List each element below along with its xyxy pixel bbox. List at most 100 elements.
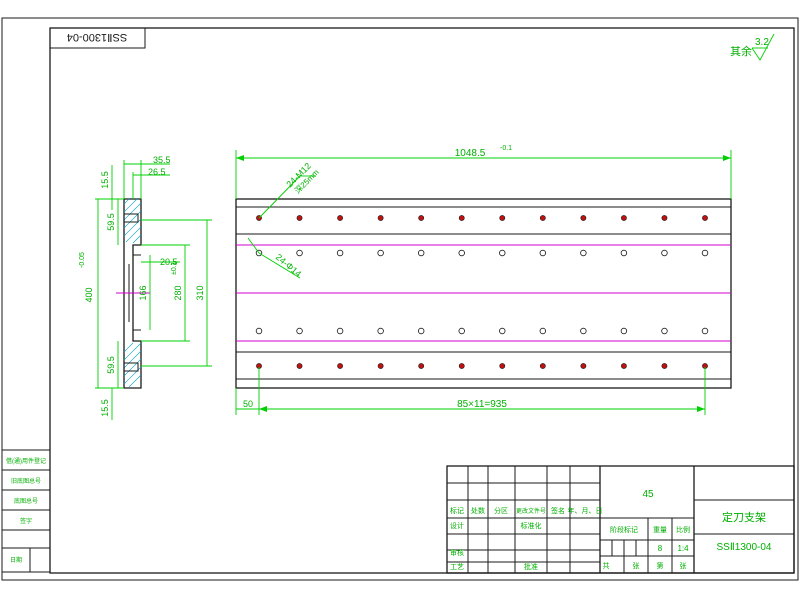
tb-process: 工艺 — [450, 563, 464, 571]
threaded-hole — [580, 363, 587, 369]
through-hole — [539, 327, 547, 335]
dim-35-5: 35.5 — [153, 155, 171, 165]
threaded-hole — [458, 215, 465, 221]
threaded-hole — [377, 215, 384, 221]
dim-400-tol: -0.05 — [79, 252, 86, 268]
threaded-hole — [418, 215, 425, 221]
threaded-hole — [499, 363, 506, 369]
through-hole — [499, 249, 506, 257]
overall-length-dimension: 1048.5 -0.1 — [235, 145, 732, 199]
through-hole — [701, 327, 709, 335]
pitch-dimension: 50 85×11=935 — [235, 367, 706, 415]
through-hole — [255, 327, 263, 335]
threaded-hole — [621, 215, 627, 221]
tb-mark: 标记 — [450, 506, 464, 515]
threaded-hole — [377, 363, 384, 369]
surface-finish-prefix: 其余 — [730, 44, 752, 58]
through-hole — [661, 249, 668, 257]
tb-sign: 签名 — [551, 506, 565, 515]
tb-design: 设计 — [450, 521, 464, 530]
through-hole — [661, 327, 668, 335]
through-hole — [580, 249, 587, 257]
margin-label-4: 日期 — [10, 556, 22, 564]
left-margin-table: 借(通)用件登记 旧底图总号 底图总号 签字 日期 — [1, 449, 51, 573]
tb-change: 更改文件号 — [516, 507, 546, 515]
dim-310: 310 — [195, 285, 205, 300]
tb-review: 审核 — [450, 548, 464, 557]
margin-label-0: 借(通)用件登记 — [6, 457, 46, 465]
through-hole — [701, 249, 709, 257]
tb-date: 年、月、日 — [568, 506, 603, 515]
through-hole — [539, 249, 547, 257]
through-hole — [620, 249, 628, 257]
through-hole — [580, 327, 587, 335]
threaded-hole — [418, 363, 425, 369]
title-block: 标记 处数 分区 更改文件号 签名 年、月、日 设计 标准化 审核 工艺 批准 … — [446, 465, 795, 574]
tb-no: 第 — [657, 561, 664, 570]
surface-finish-symbol: 其余 3.2 — [730, 33, 775, 61]
threaded-hole — [702, 215, 708, 221]
length-value: 1048.5 — [455, 148, 486, 159]
dim-15-5-top: 15.5 — [100, 171, 110, 189]
dim-280: 280 — [173, 285, 183, 300]
tb-weight-label: 重量 — [653, 526, 667, 534]
tb-material: 45 — [642, 489, 654, 500]
through-hole — [336, 249, 344, 257]
side-dimensions: 35.5 26.5 400 -0.05 15.5 59.5 59.5 15.5 … — [79, 155, 212, 420]
threaded-hole — [337, 363, 343, 369]
mirrored-code-box: SSⅡ1300-04 — [49, 27, 146, 49]
threaded-hole — [458, 363, 465, 369]
through-hole — [417, 249, 425, 257]
threaded-hole — [337, 215, 343, 221]
tb-weight: 8 — [658, 544, 663, 553]
threaded-hole — [661, 363, 668, 369]
tb-sheet1: 张 — [633, 561, 640, 570]
tb-scale: 1:4 — [677, 544, 689, 553]
tb-part-number: SSⅡ1300-04 — [717, 542, 772, 553]
margin-label-3: 签字 — [20, 517, 32, 525]
tb-stage-mark: 阶段标记 — [610, 525, 638, 534]
through-hole — [377, 249, 384, 257]
threaded-hole — [499, 215, 506, 221]
margin-label-1: 旧底图总号 — [11, 477, 41, 485]
through-hole — [296, 327, 303, 335]
dim-15-5-bot: 15.5 — [100, 399, 110, 417]
tb-zone: 分区 — [494, 506, 508, 515]
start-offset: 50 — [243, 399, 253, 409]
dim-280-tol: ±0.1 — [171, 261, 178, 275]
side-view — [116, 197, 150, 389]
tb-scale-label: 比例 — [676, 525, 690, 534]
threaded-hole — [296, 215, 303, 221]
dim-59-5-top: 59.5 — [106, 213, 116, 231]
hole-pattern — [255, 215, 709, 369]
through-hole — [458, 249, 465, 257]
dim-59-5-bot: 59.5 — [106, 356, 116, 374]
tb-standardize: 标准化 — [521, 521, 542, 530]
dim-400: 400 — [84, 287, 94, 302]
dim-26-5: 26.5 — [148, 167, 166, 177]
side-profile — [123, 198, 142, 389]
dim-166: 166 — [138, 285, 148, 300]
tb-part-name: 定刀支架 — [722, 510, 766, 524]
margin-label-2: 底图总号 — [14, 497, 38, 505]
through-hole — [458, 327, 465, 335]
mirrored-part-number: SSⅡ1300-04 — [67, 31, 127, 43]
through-hole — [417, 327, 425, 335]
outer-border — [1, 17, 799, 581]
tb-count: 处数 — [471, 506, 485, 515]
dim-20-5: 20.5 — [160, 257, 178, 267]
length-tolerance: -0.1 — [500, 145, 512, 152]
threaded-hole — [580, 215, 587, 221]
tb-approve: 批准 — [524, 562, 538, 571]
threaded-hole — [539, 363, 546, 369]
threaded-hole — [539, 215, 546, 221]
threaded-hole — [296, 363, 303, 369]
threaded-hole — [661, 215, 668, 221]
threaded-hole — [621, 363, 627, 369]
through-hole — [499, 327, 506, 335]
tb-sheet2: 张 — [680, 561, 687, 570]
inner-frame — [49, 27, 795, 574]
through-hole — [377, 327, 384, 335]
